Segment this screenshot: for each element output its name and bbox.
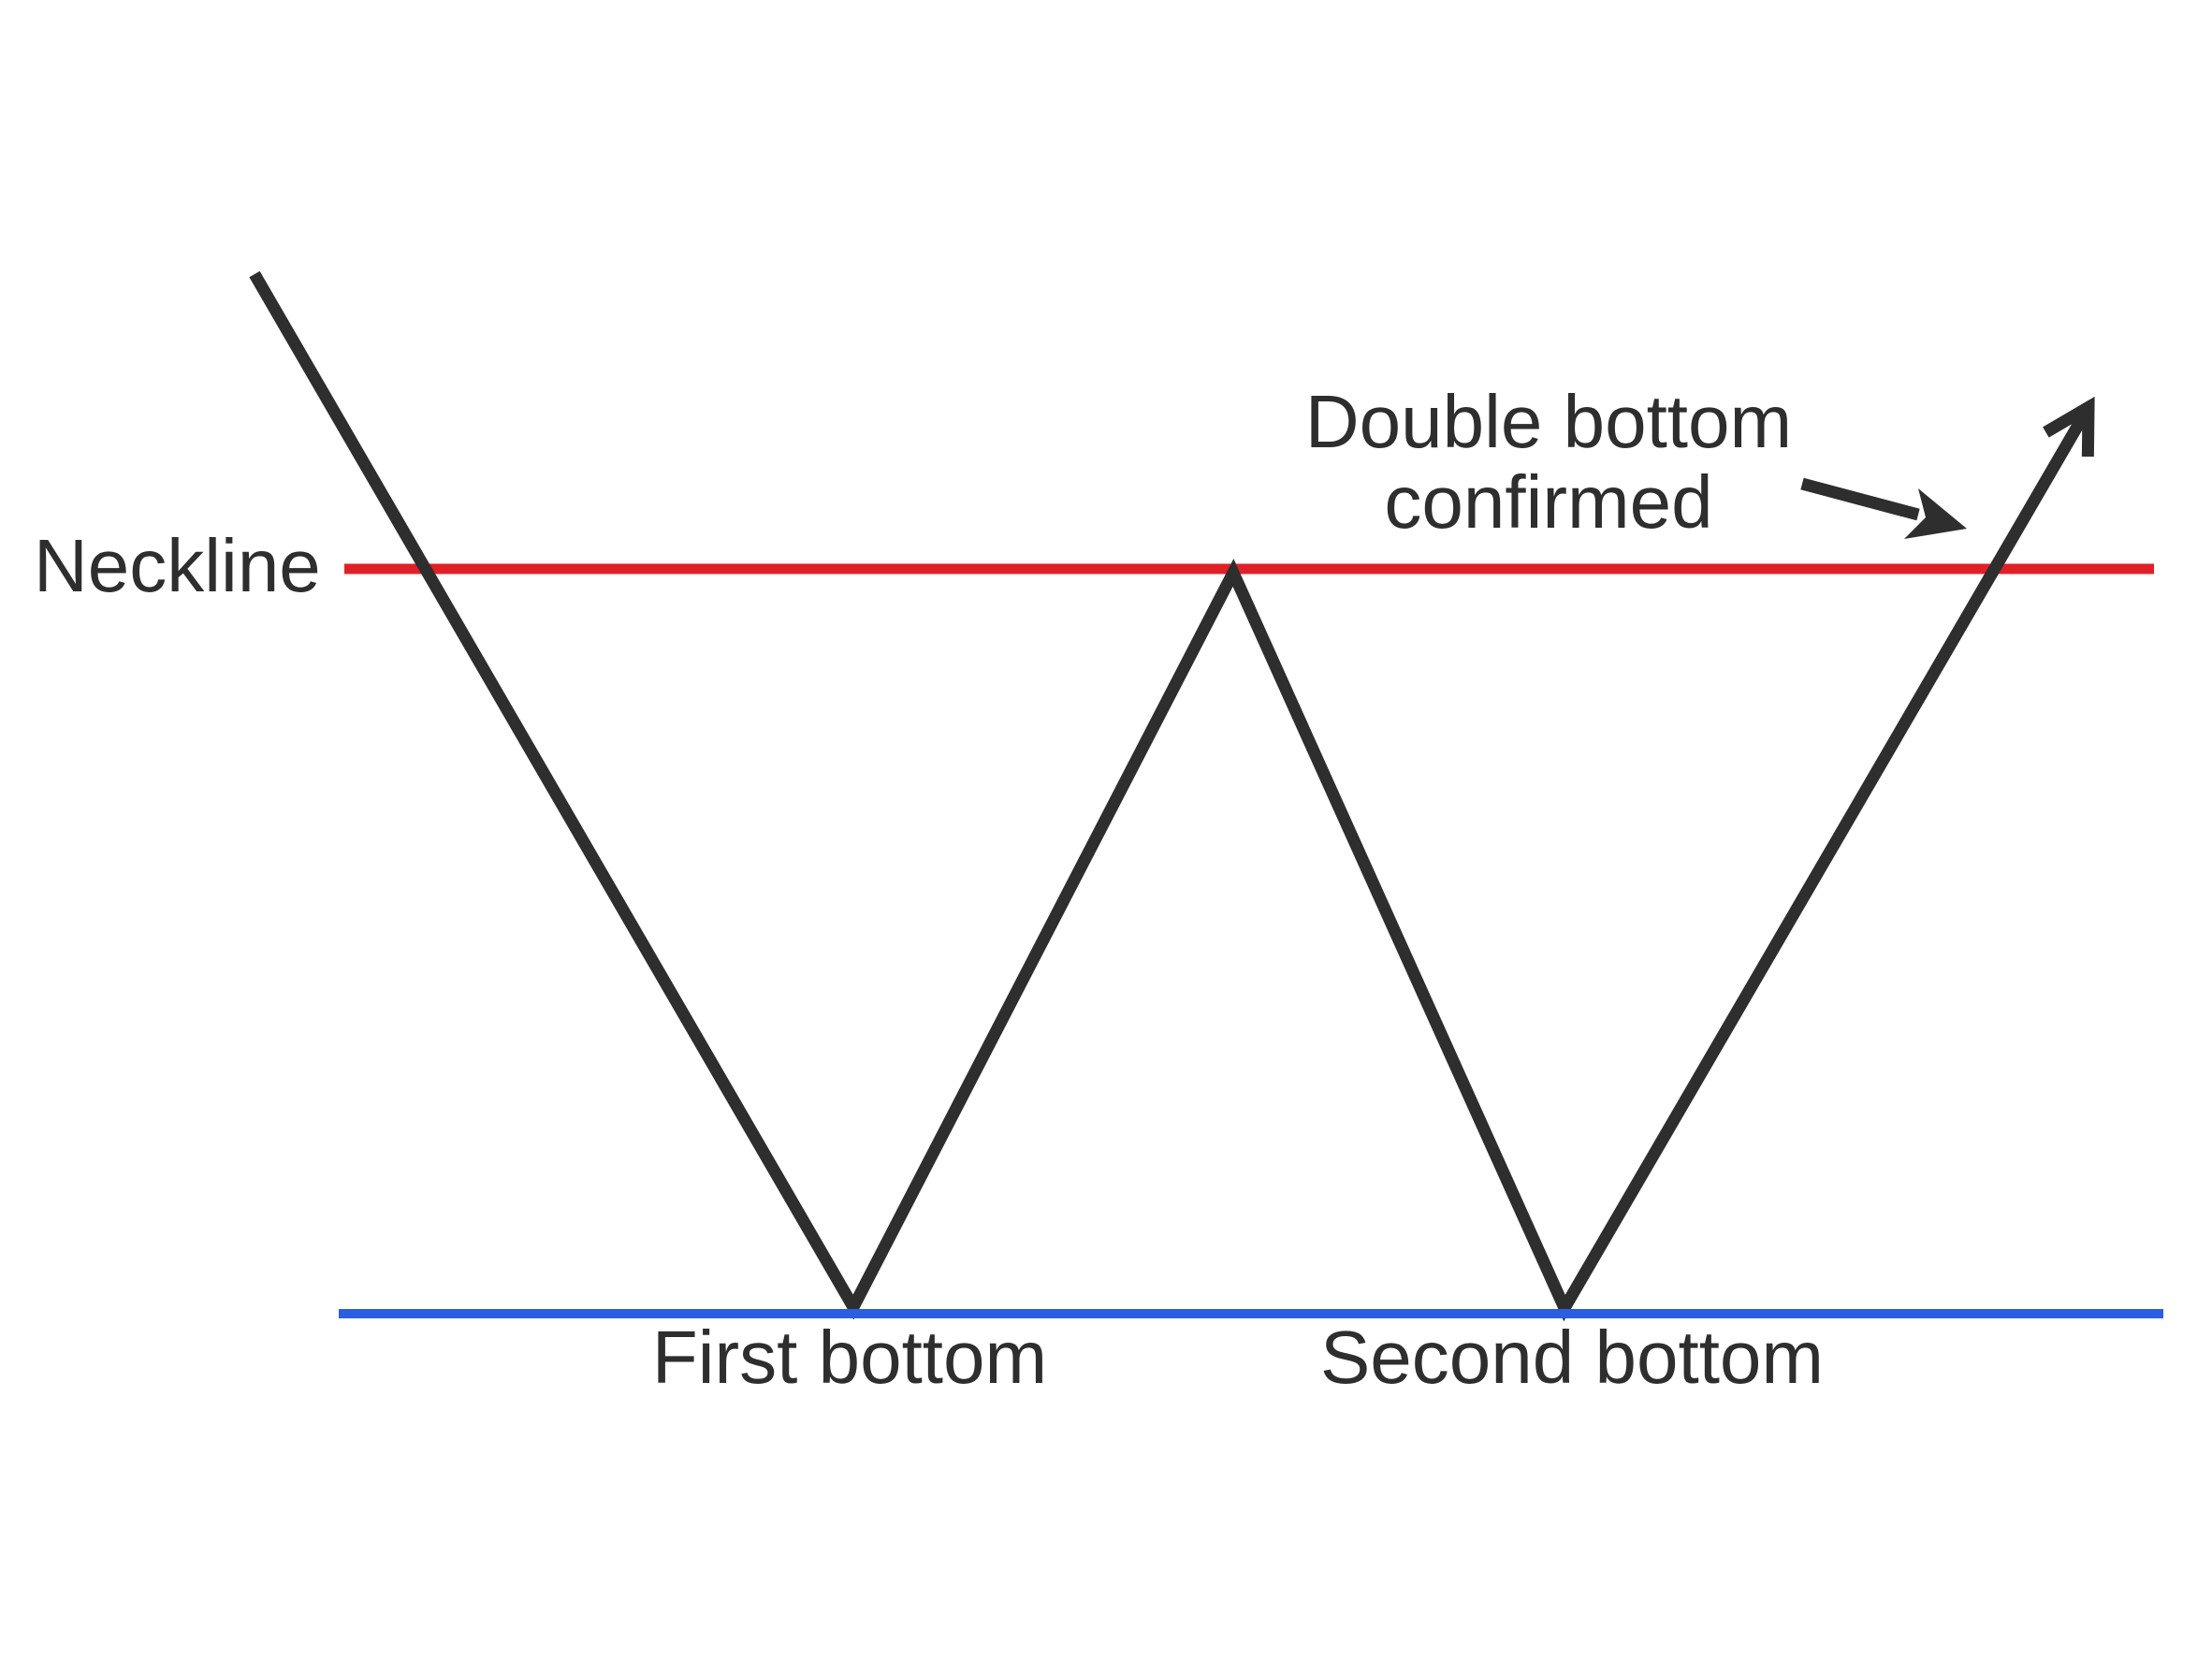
first-bottom-label: First bottom [652, 1316, 1047, 1399]
second-bottom-label: Second bottom [1320, 1316, 1824, 1399]
annotation-arrowhead-icon [1904, 488, 1967, 539]
annotation-arrow-shaft [1800, 477, 1920, 521]
annotation-label-line1: Double bottom [1305, 380, 1792, 463]
annotation-label-line2: confirmed [1384, 460, 1712, 544]
price-line [249, 270, 2095, 1322]
neckline-label: Neckline [34, 524, 321, 607]
